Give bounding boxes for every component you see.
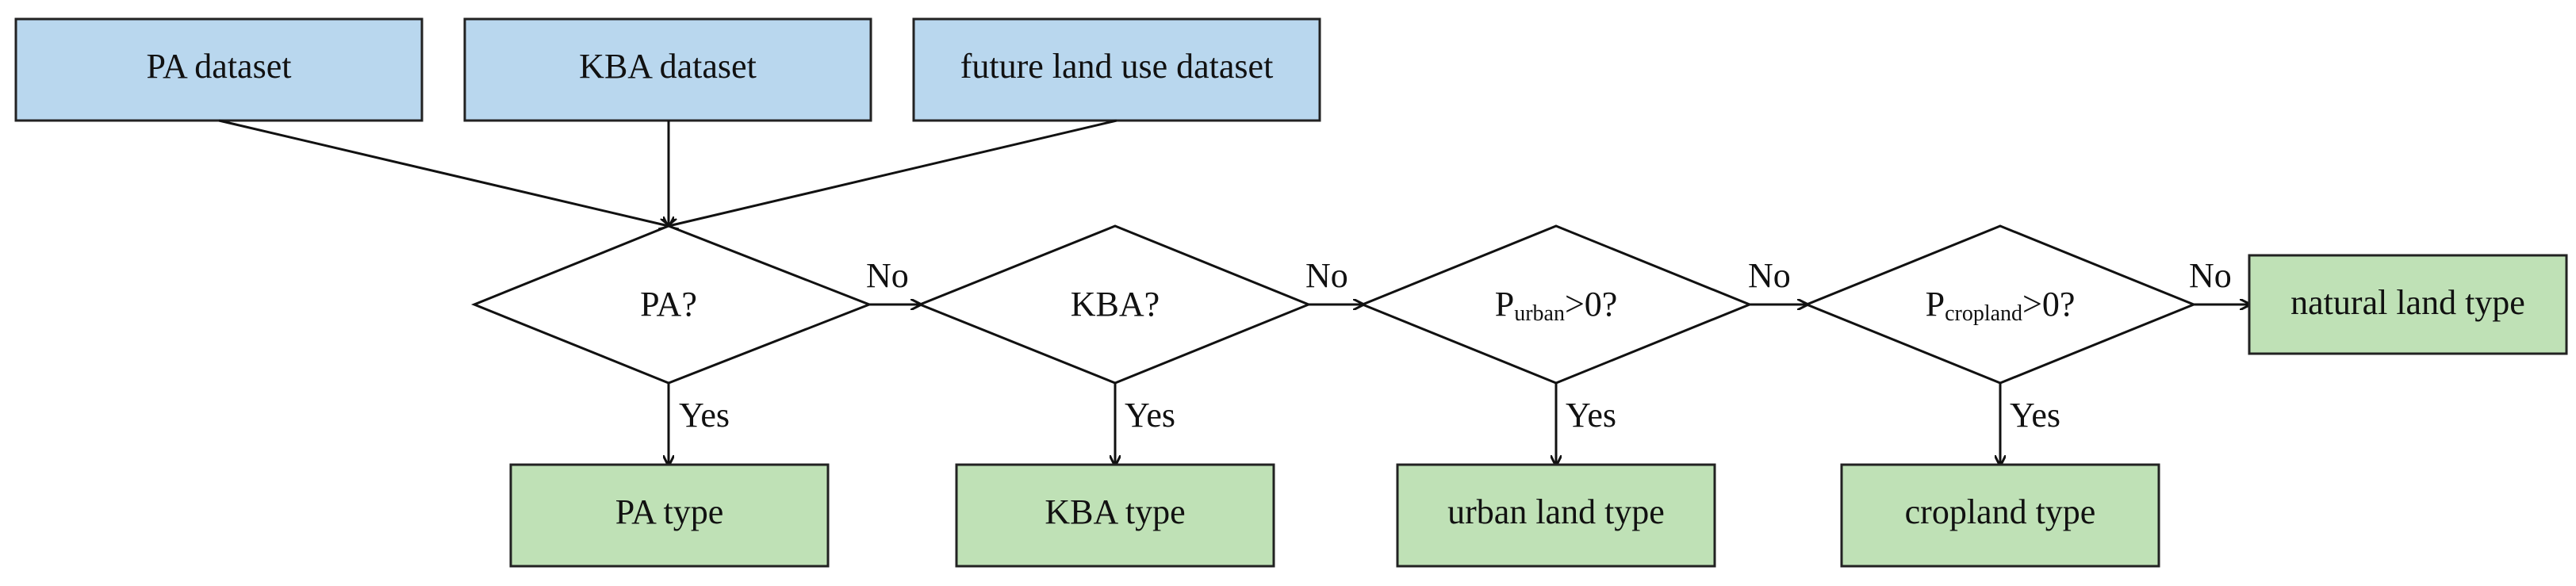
pa-dataset-node: PA dataset — [14, 17, 424, 122]
no-label-pa: No — [866, 256, 909, 295]
kba-type-label: KBA type — [1045, 492, 1185, 531]
cropland-p: P — [1926, 285, 1945, 324]
kba-decision-label: KBA? — [1071, 285, 1160, 324]
pa-dataset-box — [14, 17, 424, 122]
no-label-urban: No — [1748, 256, 1791, 295]
urban-decision-label: Purban>0? — [1495, 285, 1618, 326]
yes-label-pa: Yes — [679, 396, 730, 435]
kba-dataset-node: KBA dataset — [463, 17, 872, 122]
kba-dataset-label: KBA dataset — [579, 47, 757, 86]
pa-decision-label: PA? — [640, 285, 697, 324]
kba-decision: KBA? — [916, 224, 1312, 385]
pa-dataset-label: PA dataset — [147, 47, 292, 86]
urban-land-type-box — [1396, 463, 1716, 568]
pa-type-node: PA type — [509, 463, 830, 568]
cropland-subscript: cropland — [1945, 301, 2022, 326]
natural-land-type-node: natural land type — [2248, 254, 2568, 355]
urban-land-type-label: urban land type — [1447, 492, 1665, 531]
cropland-type-node: cropland type — [1840, 463, 2160, 568]
urban-subscript: urban — [1514, 301, 1565, 326]
cropland-type-box — [1840, 463, 2160, 568]
urban-land-type-node: urban land type — [1396, 463, 1716, 568]
cropland-type-label: cropland type — [1905, 492, 2096, 531]
yes-label-urban: Yes — [1566, 396, 1616, 435]
cropland-condition: >0? — [2022, 285, 2075, 324]
yes-label-kba: Yes — [1125, 396, 1175, 435]
kba-type-box — [955, 463, 1275, 568]
cropland-decision-label: Pcropland>0? — [1926, 285, 2076, 326]
no-label-kba: No — [1305, 256, 1348, 295]
kba-dataset-box — [463, 17, 872, 122]
edge-future-dataset-to-pa — [669, 119, 1117, 226]
future-land-use-dataset-node: future land use dataset — [912, 17, 1321, 122]
natural-land-type-box — [2248, 254, 2568, 355]
urban-p: P — [1495, 285, 1514, 324]
future-land-use-dataset-box — [912, 17, 1321, 122]
pa-type-label: PA type — [615, 492, 724, 531]
no-label-cropland: No — [2189, 256, 2232, 295]
edge-pa-dataset-to-pa — [218, 119, 669, 226]
yes-label-cropland: Yes — [2010, 396, 2060, 435]
pa-type-box — [509, 463, 830, 568]
urban-decision: Purban>0? — [1359, 224, 1753, 385]
pa-decision: PA? — [470, 224, 873, 385]
future-land-use-dataset-label: future land use dataset — [960, 47, 1274, 86]
cropland-decision: Pcropland>0? — [1804, 224, 2197, 385]
urban-condition: >0? — [1565, 285, 1617, 324]
natural-land-type-label: natural land type — [2290, 283, 2525, 322]
kba-type-node: KBA type — [955, 463, 1275, 568]
